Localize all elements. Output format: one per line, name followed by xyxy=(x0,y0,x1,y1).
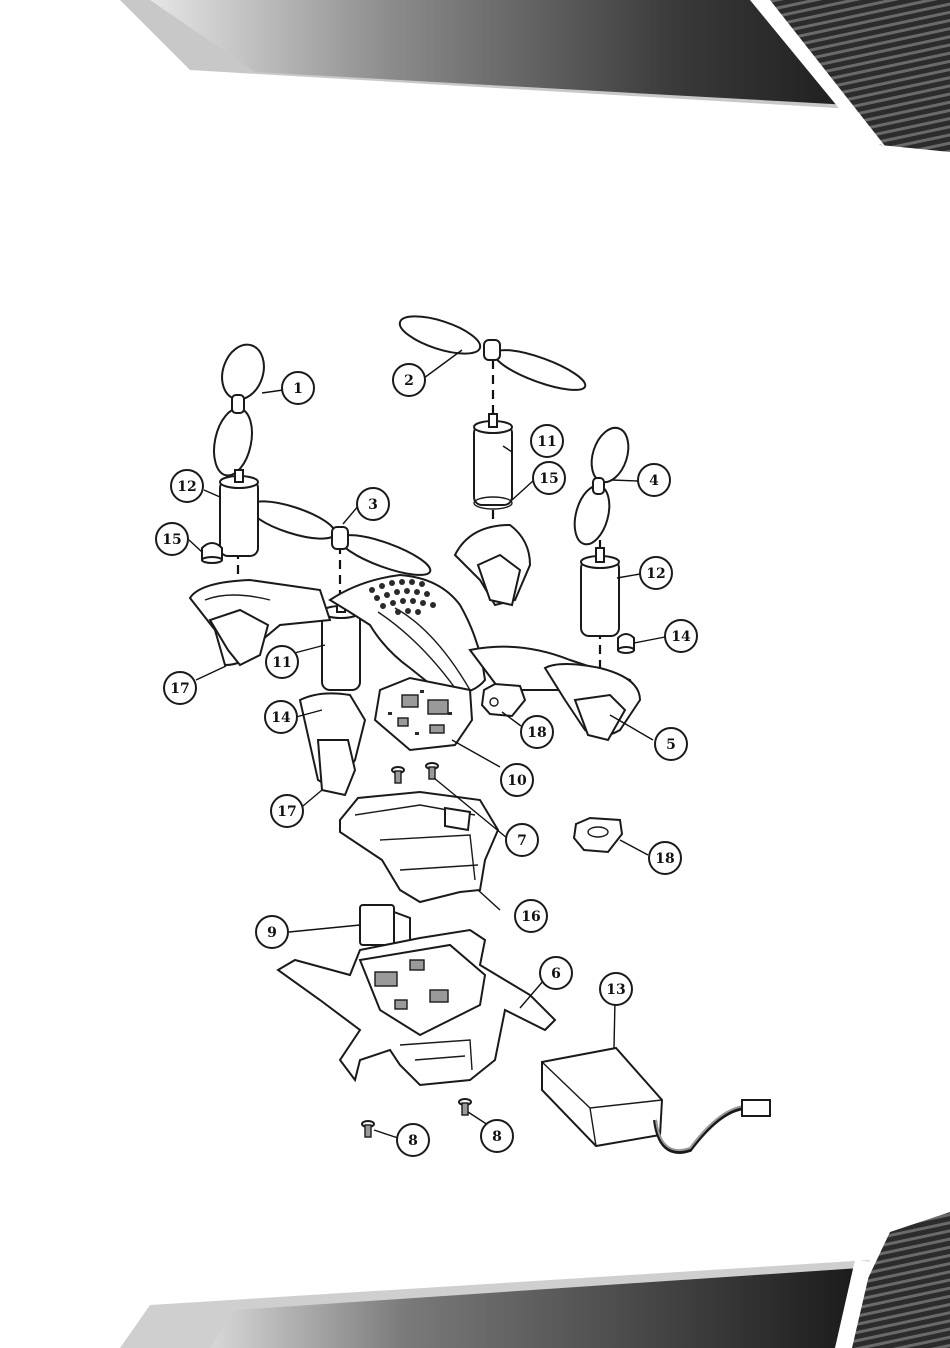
callout-18-a: 18 xyxy=(521,716,553,748)
callout-8-b: 8 xyxy=(481,1120,513,1152)
callout-label: 12 xyxy=(177,479,196,495)
callout-14-a: 14 xyxy=(265,701,297,733)
callout-17-b: 17 xyxy=(271,795,303,827)
callout-7: 7 xyxy=(506,824,538,856)
callout-9: 9 xyxy=(256,916,288,948)
callout-label: 18 xyxy=(655,851,674,867)
callout-label: 1 xyxy=(293,381,303,397)
callout-label: 3 xyxy=(368,497,378,513)
callout-label: 11 xyxy=(272,655,291,671)
callout-8-a: 8 xyxy=(397,1124,429,1156)
callout-label: 16 xyxy=(521,909,540,925)
callout-6: 6 xyxy=(540,957,572,989)
callout-11-b: 11 xyxy=(266,646,298,678)
led-14-right xyxy=(618,634,634,653)
callout-label: 8 xyxy=(408,1133,418,1149)
callout-label: 4 xyxy=(649,473,659,489)
callout-label: 10 xyxy=(507,773,527,789)
callout-label: 14 xyxy=(271,710,291,726)
callout-12-a: 12 xyxy=(171,470,203,502)
clip-18-upper xyxy=(482,684,525,716)
callout-label: 6 xyxy=(551,966,561,982)
screw-8-a xyxy=(362,1121,374,1137)
callout-label: 18 xyxy=(527,725,546,741)
propeller-3 xyxy=(245,494,434,583)
callout-label: 17 xyxy=(277,804,296,820)
callout-15-b: 15 xyxy=(533,462,565,494)
callout-label: 13 xyxy=(606,982,625,998)
callout-4: 4 xyxy=(638,464,670,496)
clip-18-lower xyxy=(574,818,622,852)
callout-label: 8 xyxy=(492,1129,502,1145)
callout-2: 2 xyxy=(393,364,425,396)
callout-18-b: 18 xyxy=(649,842,681,874)
callout-label: 14 xyxy=(671,629,691,645)
header-band xyxy=(120,0,950,152)
callout-label: 17 xyxy=(170,681,189,697)
propeller-1 xyxy=(208,339,270,479)
callout-label: 15 xyxy=(162,532,181,548)
propeller-4 xyxy=(569,423,635,548)
battery-tray xyxy=(340,792,498,902)
circuit-board xyxy=(375,678,472,750)
screw-7-a xyxy=(392,767,404,783)
callout-12-b: 12 xyxy=(640,557,672,589)
callout-label: 11 xyxy=(537,434,556,450)
callout-10: 10 xyxy=(501,764,533,796)
callout-14-b: 14 xyxy=(665,620,697,652)
battery-pack xyxy=(542,1048,770,1152)
callout-16: 16 xyxy=(515,900,547,932)
callout-label: 7 xyxy=(517,833,527,849)
callout-label: 5 xyxy=(666,737,676,753)
callout-17-a: 17 xyxy=(164,672,196,704)
callout-5: 5 xyxy=(655,728,687,760)
motor-11-top xyxy=(474,414,512,509)
callout-11-a: 11 xyxy=(531,425,563,457)
motor-12-right xyxy=(581,548,619,636)
callout-13: 13 xyxy=(600,973,632,1005)
callout-label: 12 xyxy=(646,566,665,582)
led-15-left xyxy=(202,543,222,563)
callout-label: 2 xyxy=(404,373,414,389)
callout-15-a: 15 xyxy=(156,523,188,555)
callout-3: 3 xyxy=(357,488,389,520)
screw-7-b xyxy=(426,763,438,779)
callout-label: 9 xyxy=(267,925,277,941)
callout-1: 1 xyxy=(282,372,314,404)
callout-label: 15 xyxy=(539,471,558,487)
motor-12-left xyxy=(220,470,258,556)
footer-band xyxy=(120,1212,950,1348)
lower-frame xyxy=(278,930,555,1085)
